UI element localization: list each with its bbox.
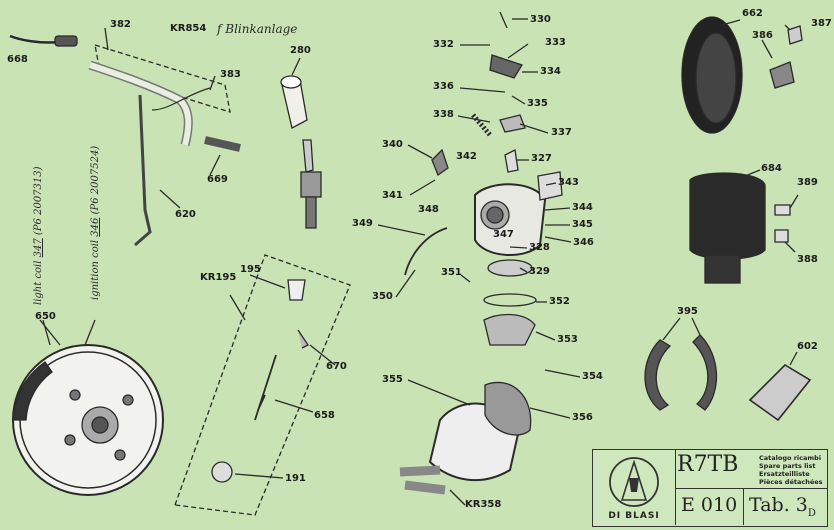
part-number-343: 343 (558, 177, 579, 188)
part-669-switch (204, 136, 241, 152)
model-name: R7TB (677, 452, 739, 477)
part-number-602: 602 (797, 341, 818, 352)
brand-name: DI BLASI (608, 511, 660, 521)
ignition-coil-label: ignition coil (90, 239, 101, 300)
part-number-342: 342 (456, 151, 477, 162)
part-number-195: 195 (240, 264, 261, 275)
part-number-388: 388 (797, 254, 818, 265)
part-number-334: 334 (540, 66, 561, 77)
spark-plug (302, 139, 314, 173)
part-number-355: 355 (382, 374, 403, 385)
part-number-352: 352 (549, 296, 570, 307)
light-coil-ref: (P6 2007313) (33, 166, 44, 236)
part-number-349: 349 (352, 218, 373, 229)
part-number-337: 337 (551, 127, 572, 138)
part-number-328: 328 (529, 242, 550, 253)
ignition-coil-number: 346 (90, 217, 101, 237)
part-number-kr358: KR358 (465, 499, 502, 510)
part-number-kr195: KR195 (200, 272, 237, 283)
part-number-669: 669 (207, 174, 228, 185)
title-block: DI BLASI R7TB Catalogo ricambi Spare par… (592, 449, 828, 527)
catalog-lines: Catalogo ricambi Spare parts list Ersatz… (759, 454, 823, 486)
ignition-coil-ref: (P6 2007524) (90, 145, 101, 215)
part-number-335: 335 (527, 98, 548, 109)
part-number-191: 191 (285, 473, 306, 484)
light-coil-label: light coil (33, 260, 44, 305)
part-number-327: 327 (531, 153, 552, 164)
part-number-386: 386 (752, 30, 773, 41)
part-number-383: 383 (220, 69, 241, 80)
table-label: Tab. 3 (749, 494, 808, 516)
kr195-dashed-frame (174, 254, 351, 516)
part-number-354: 354 (582, 371, 603, 382)
part-number-329: 329 (529, 266, 550, 277)
di-blasi-emblem (609, 457, 659, 507)
part-number-387: 387 (811, 18, 832, 29)
light-coil-number: 347 (33, 238, 44, 258)
part-number-333: 333 (545, 37, 566, 48)
part-number-347: 347 (493, 229, 514, 240)
part-number-332: 332 (433, 39, 454, 50)
part-number-351: 351 (441, 267, 462, 278)
catalog-line-de: Ersatzteilliste (759, 470, 810, 478)
kr854-dashed-frame (94, 44, 231, 113)
part-number-650: 650 (35, 311, 56, 322)
part-number-382: 382 (110, 19, 131, 30)
part-number-353: 353 (557, 334, 578, 345)
part-number-kr854: KR854 (170, 23, 207, 34)
part-number-344: 344 (572, 202, 593, 213)
part-number-338: 338 (433, 109, 454, 120)
part-395-brake-shoes (644, 339, 672, 411)
handwritten-ignition-coil: ignition coil 346 (P6 2007524) (90, 146, 101, 300)
table-suffix: D (807, 507, 816, 519)
title-divider-horizontal (675, 488, 827, 489)
part-number-668: 668 (7, 54, 28, 65)
part-number-280: 280 (290, 45, 311, 56)
catalog-line-it: Catalogo ricambi (759, 454, 822, 462)
handwritten-blinkanlage: f Blinkanlage (217, 22, 298, 36)
part-602-box (748, 363, 812, 422)
title-divider-vertical (743, 488, 744, 525)
part-number-684: 684 (761, 163, 782, 174)
part-number-336: 336 (433, 81, 454, 92)
part-number-350: 350 (372, 291, 393, 302)
sheet-code: E 010 (681, 494, 738, 516)
table-number: Tab. 3D (749, 494, 816, 519)
handwritten-light-coil: light coil 347 (P6 2007313) (33, 166, 44, 305)
part-number-670: 670 (326, 361, 347, 372)
part-number-345: 345 (572, 219, 593, 230)
part-668-lever (9, 34, 61, 44)
part-number-330: 330 (530, 14, 551, 25)
part-number-620: 620 (175, 209, 196, 220)
part-number-395: 395 (677, 306, 698, 317)
part-number-658: 658 (314, 410, 335, 421)
part-684-taillight (689, 172, 766, 260)
part-number-340: 340 (382, 139, 403, 150)
part-number-348: 348 (418, 204, 439, 215)
part-number-341: 341 (382, 190, 403, 201)
catalog-line-en: Spare parts list (759, 462, 816, 470)
catalog-line-fr: Pièces détachées (759, 478, 823, 486)
part-number-356: 356 (572, 412, 593, 423)
di-blasi-logo: DI BLASI (593, 450, 676, 525)
part-number-662: 662 (742, 8, 763, 19)
part-number-346: 346 (573, 237, 594, 248)
part-number-389: 389 (797, 177, 818, 188)
